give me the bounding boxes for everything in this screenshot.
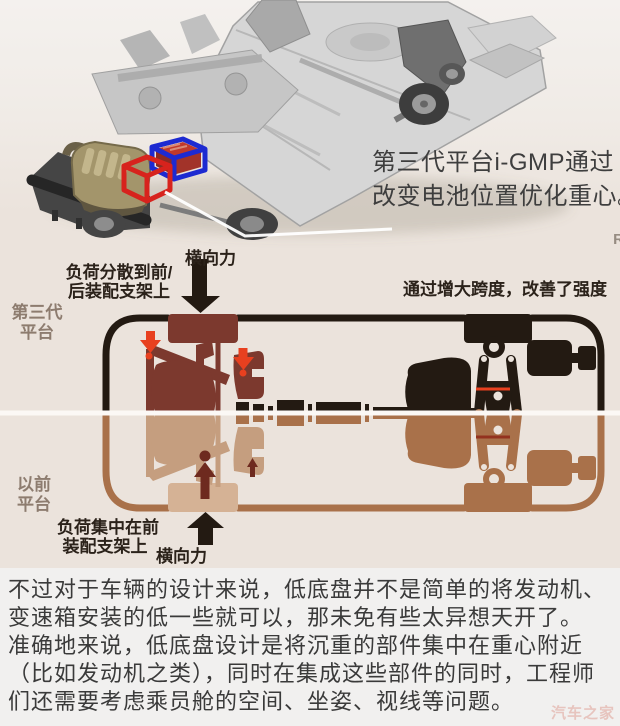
lateral-force-down-arrow-icon xyxy=(181,259,220,313)
photo-caption: 第三代平台i-GMP通过 改变电池位置优化重心。 xyxy=(372,146,620,214)
load-concentrated-note: 负荷集中在前 装配支架上 xyxy=(57,518,159,556)
photo-caption-line2: 改变电池位置优化重心。 xyxy=(372,183,620,210)
platform-comparison-diagram: 第三代 平台 负荷分散到前/ 后装配支架上 横向力 通过增大跨度，改善了强度 以… xyxy=(0,213,620,568)
load-distributed-note: 负荷分散到前/ 后装配支架上 xyxy=(65,263,173,301)
lateral-force-label-top: 横向力 xyxy=(185,249,236,268)
paragraph-line: 们还需要考虑乘员舱的空间、坐姿、视线等问题。 xyxy=(8,689,515,714)
article-paragraph: 不过对于车辆的设计来说，低底盘并不是简单的将发动机、 变速箱安装的低一些就可以，… xyxy=(0,568,620,716)
paragraph-line: 准确地来说，低底盘设计是将沉重的部件集中在重心附近 xyxy=(8,633,584,658)
paragraph-line: 不过对于车辆的设计来说，低底盘并不是简单的将发动机、 xyxy=(8,577,607,602)
car-side-diagram xyxy=(0,259,620,545)
photo-caption-line1: 第三代平台i-GMP通过 xyxy=(372,149,614,176)
platform-divider-line xyxy=(0,410,620,416)
old-platform-label: 以前 平台 xyxy=(17,475,51,514)
load-distribution-arrows-icon xyxy=(140,331,254,377)
new-platform-car-half xyxy=(106,314,601,412)
load-concentration-arrow-icon xyxy=(194,450,258,499)
lateral-force-up-arrow-icon xyxy=(187,512,224,545)
new-platform-label: 第三代 平台 xyxy=(11,303,63,342)
lateral-force-label-bottom: 横向力 xyxy=(156,547,207,566)
clipped-edge-text: R xyxy=(613,231,620,248)
site-watermark: 汽车之家 xyxy=(550,705,615,722)
paragraph-line: 变速箱安装的低一些就可以，那未免有些太异想天开了。 xyxy=(8,605,584,630)
span-improvement-note: 通过增大跨度，改善了强度 xyxy=(403,280,607,299)
article-text-section: 不过对于车辆的设计来说，低底盘并不是简单的将发动机、 变速箱安装的低一些就可以，… xyxy=(0,568,620,726)
old-platform-car-half xyxy=(106,414,601,512)
paragraph-line: （比如发动机之类），同时在集成这些部件的同时，工程师 xyxy=(8,661,596,686)
